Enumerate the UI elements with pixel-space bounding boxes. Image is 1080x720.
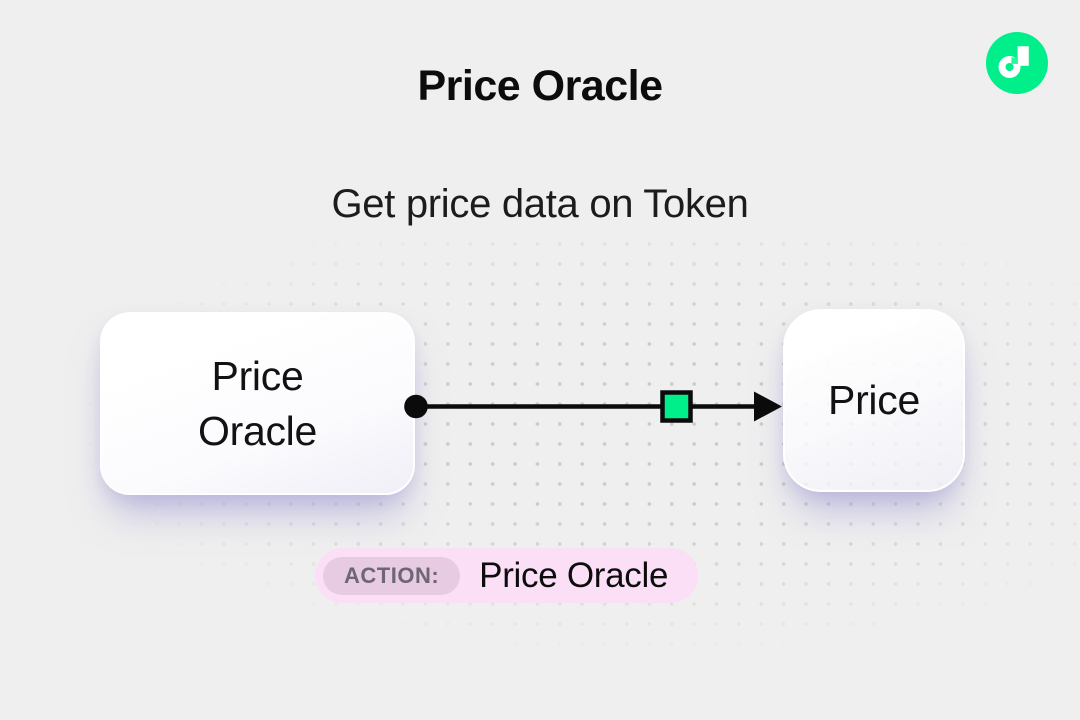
action-label: ACTION: xyxy=(344,562,440,588)
action-value: Price Oracle xyxy=(479,555,669,595)
node-price-oracle-label: Price Oracle xyxy=(198,353,317,454)
connector-marker-square xyxy=(660,390,693,423)
connector-arrow xyxy=(404,390,782,423)
flow-logo-icon xyxy=(986,32,1048,94)
action-badge: ACTION: Price Oracle xyxy=(315,548,699,603)
page-title: Price Oracle xyxy=(417,62,663,110)
subtitle-text: Get price data on Token xyxy=(331,182,749,226)
connector-arrowhead-icon xyxy=(754,391,782,422)
node-price-oracle: Price Oracle xyxy=(100,312,415,495)
connector-start-dot xyxy=(404,394,428,419)
node-price: Price xyxy=(783,309,965,492)
action-label-pill: ACTION: xyxy=(323,556,461,595)
node-price-label: Price xyxy=(828,377,920,424)
